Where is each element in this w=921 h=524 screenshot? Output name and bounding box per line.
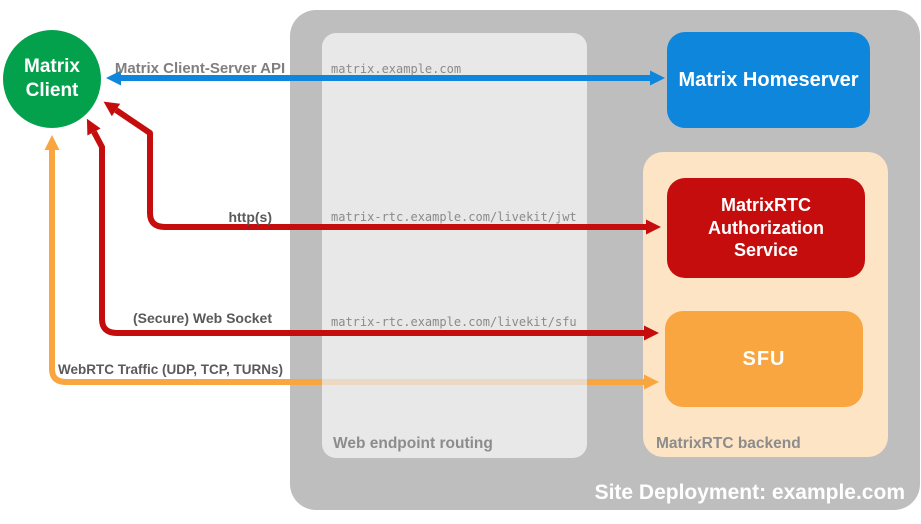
route-livekit-jwt: matrix-rtc.example.com/livekit/jwt bbox=[331, 210, 577, 224]
webrtc-traffic-label: WebRTC Traffic (UDP, TCP, TURNs) bbox=[58, 362, 284, 377]
web-endpoint-routing-box bbox=[322, 33, 587, 458]
sfu-label: SFU bbox=[742, 347, 786, 370]
matrix-client-label: Matrix Client bbox=[24, 56, 80, 101]
node-matrix-homeserver: Matrix Homeserver bbox=[667, 32, 870, 128]
node-matrixrtc-authorization-service: MatrixRTC Authorization Service bbox=[667, 178, 865, 278]
node-sfu: SFU bbox=[665, 311, 863, 407]
matrix-homeserver-label: Matrix Homeserver bbox=[678, 68, 859, 91]
client-server-api-label: Matrix Client-Server API bbox=[114, 60, 286, 77]
matrixrtc-backend-caption: MatrixRTC backend bbox=[656, 435, 801, 452]
route-livekit-sfu: matrix-rtc.example.com/livekit/sfu bbox=[331, 315, 577, 329]
route-matrix-example-com: matrix.example.com bbox=[331, 62, 462, 76]
site-deployment-caption: Site Deployment: example.com bbox=[594, 481, 905, 504]
websocket-label: (Secure) Web Socket bbox=[132, 310, 272, 326]
auth-service-label: MatrixRTC Authorization Service bbox=[708, 195, 824, 261]
node-matrix-client: Matrix Client bbox=[3, 30, 101, 128]
web-endpoint-routing-caption: Web endpoint routing bbox=[333, 435, 493, 452]
https-label: http(s) bbox=[228, 209, 272, 225]
